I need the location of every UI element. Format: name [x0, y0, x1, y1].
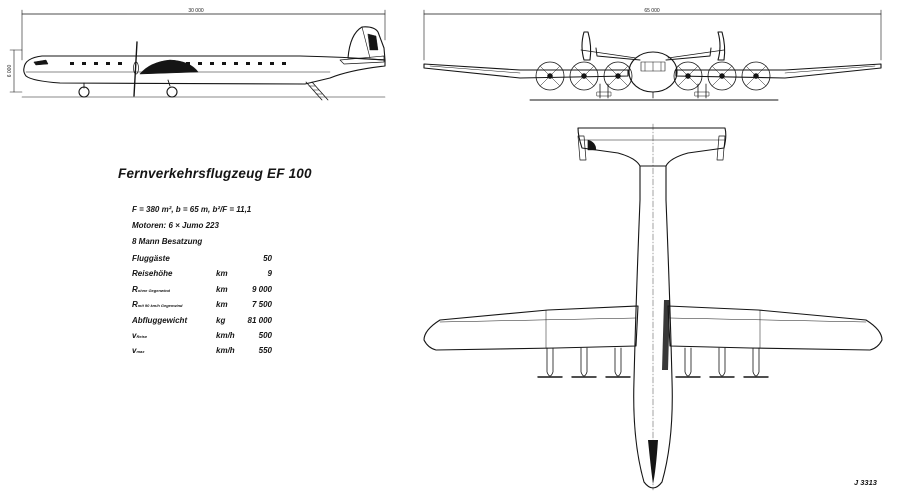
specs-engines: Motoren: 6 × Jumo 223 [132, 221, 219, 230]
spec-row: Fluggäste 50 [132, 254, 272, 269]
side-windows [70, 62, 286, 65]
spec-label-subscript: max [136, 349, 145, 355]
front-wing [423, 63, 629, 79]
side-view [9, 9, 386, 101]
spec-unit: km/h [216, 346, 235, 356]
spec-value: 81 000 [247, 315, 272, 325]
spec-label: Rohne Gegenwind [132, 285, 170, 294]
spec-value: 7 500 [251, 300, 272, 310]
dimension-height-label: 6 000 [7, 65, 13, 78]
side-fuselage [23, 55, 386, 85]
spec-row: Abfluggewicht kg 81 000 [132, 316, 272, 331]
spec-label-main: R [132, 284, 138, 294]
spec-row: Rohne Gegenwind km 9 000 [132, 285, 272, 300]
spec-row: vmax km/h 550 [132, 346, 272, 361]
top-view [423, 123, 883, 491]
spec-value: 9 000 [251, 284, 272, 294]
spec-label-subscript: ohne Gegenwind [137, 287, 171, 293]
spec-label: Reisehöhe [132, 269, 173, 279]
spec-unit: km [216, 300, 228, 310]
spec-label-main: v [132, 346, 137, 356]
spec-label-main: R [132, 300, 138, 310]
spec-label-subscript: Reise [136, 333, 148, 339]
front-view [423, 9, 882, 101]
side-tail-fin [347, 26, 386, 61]
front-propellers [535, 61, 771, 91]
spec-row: vReise km/h 500 [132, 331, 272, 346]
side-wing-root [139, 59, 199, 75]
spec-unit: km/h [216, 330, 235, 340]
spec-label: vmax [132, 346, 144, 355]
spec-row: Reisehöhe km 9 [132, 269, 272, 284]
spec-unit: kg [216, 315, 226, 325]
spec-unit: km [216, 269, 228, 279]
specs-formula: F = 380 m², b = 65 m, b²/F = 11,1 [132, 205, 252, 214]
spec-label-main: v [132, 330, 137, 340]
spec-value: 500 [258, 330, 272, 340]
front-fin-left [581, 31, 592, 61]
figure-id: J 3313 [854, 478, 877, 487]
spec-label: Fluggäste [132, 254, 170, 263]
spec-label: Rmit 90 km/h Gegenwind [132, 300, 182, 309]
spec-label-subscript: mit 90 km/h Gegenwind [137, 303, 183, 309]
front-fin-right [717, 31, 726, 61]
drawing-title: Fernverkehrsflugzeug EF 100 [118, 166, 312, 181]
spec-row: Rmit 90 km/h Gegenwind km 7 500 [132, 300, 272, 315]
spec-unit: km [216, 284, 228, 294]
top-tailplane [577, 127, 727, 167]
spec-label: vReise [132, 331, 147, 340]
top-wing [423, 305, 639, 351]
top-engines [537, 347, 769, 378]
dimension-span-label: 65 000 [644, 8, 660, 14]
spec-value: 50 [263, 254, 272, 263]
spec-value: 9 [267, 269, 272, 279]
specs-crew: 8 Mann Besatzung [132, 237, 203, 246]
spec-value: 550 [258, 346, 272, 356]
spec-label: Abfluggewicht [132, 315, 188, 325]
dimension-length-label: 30 000 [188, 8, 204, 14]
